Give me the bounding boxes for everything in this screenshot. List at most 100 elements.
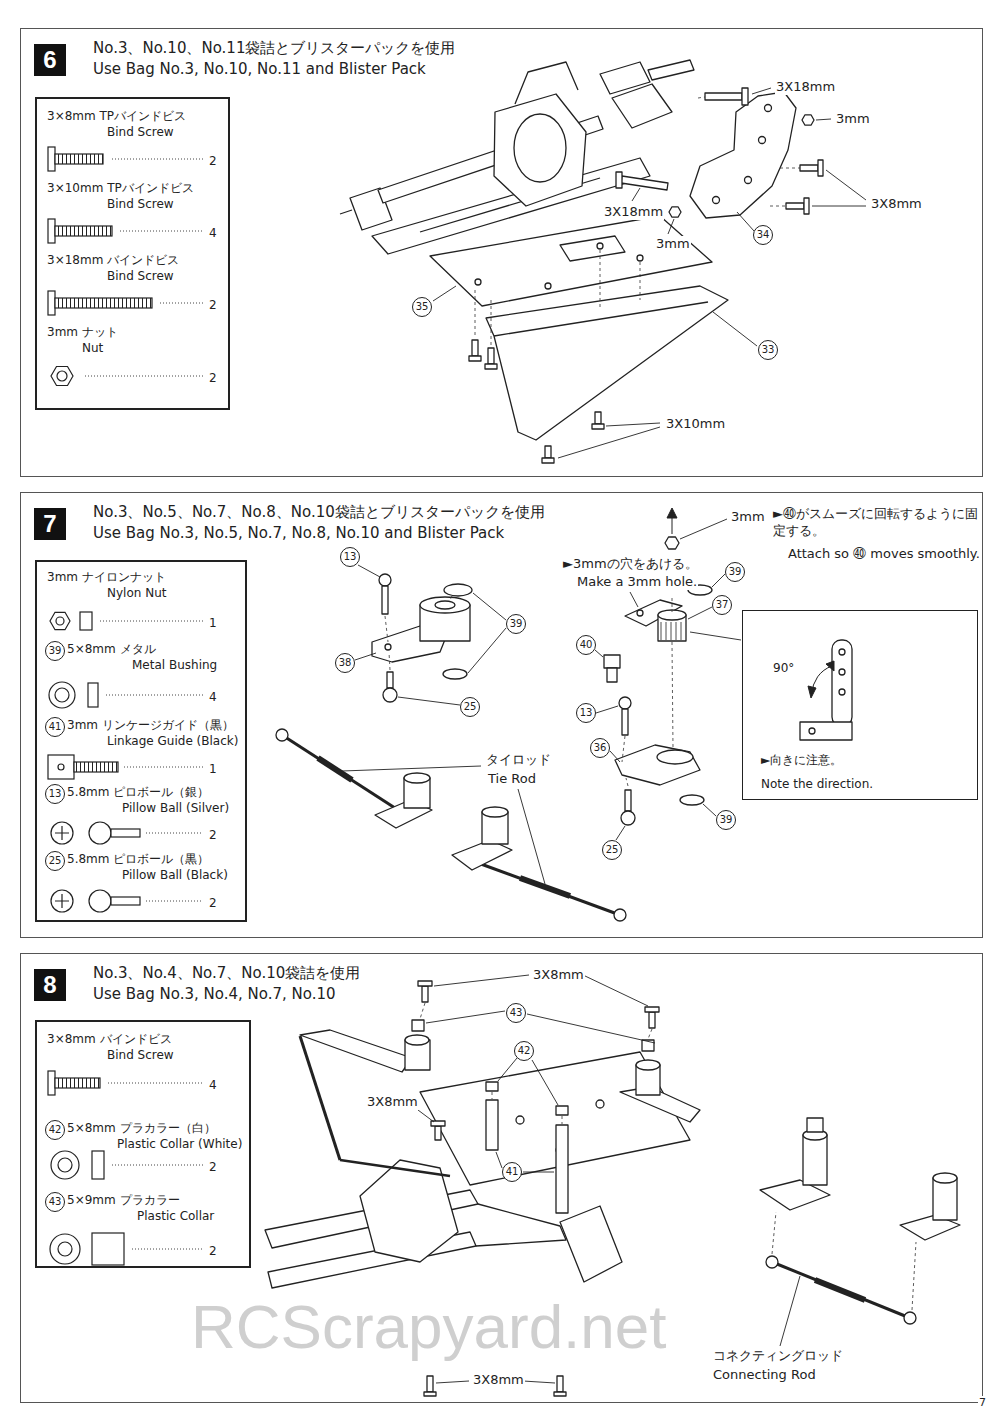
quantity: 2 [209, 1244, 217, 1258]
part-name: ►向きに注意。 [761, 753, 842, 767]
part-name: 3×8mm TPバインドビス [47, 109, 186, 123]
callout-number: 43 [506, 1003, 526, 1023]
leader-lines-6 [433, 88, 866, 458]
part-name: 3mm ナット [47, 325, 118, 339]
callout-number: 36 [590, 738, 610, 758]
callout-number: 13 [45, 784, 65, 804]
inset-box: 90° ►向きに注意。 Note the direction. [742, 610, 978, 800]
part-name: 3mm ナイロンナット [47, 570, 166, 584]
note-text: タイロッド [485, 752, 552, 768]
quantity: 4 [209, 226, 217, 240]
note-text: ►㊵がスムーズに回転するように固定する。 [772, 506, 980, 540]
callout-number: 39 [716, 810, 736, 830]
quantity: 1 [209, 616, 217, 630]
english-name: Bind Screw [107, 197, 174, 211]
quantity: 2 [209, 828, 217, 842]
quantity: 1 [209, 762, 217, 776]
english-name: Linkage Guide (Black) [107, 734, 238, 748]
watermark: RCScrapyard.net [190, 1296, 668, 1358]
english-name: Nylon Nut [107, 586, 166, 600]
step-heading: Use Bag No.3, No.5, No.7, No.8, No.10 an… [93, 524, 504, 542]
note-text: ►3mmの穴をあける。 [562, 556, 699, 572]
note-text: Make a 3mm hole. [576, 574, 698, 590]
rear-chassis-drawing [340, 60, 823, 463]
callout-number: 13 [340, 547, 360, 567]
quantity: 4 [209, 690, 217, 704]
part-name: 5.8mm ピロボール（黒） [67, 852, 209, 866]
part-name: 5×8mm プラカラー（白） [67, 1121, 216, 1135]
callout-number: 41 [45, 717, 65, 737]
assembly-guides-7 [385, 596, 673, 786]
quantity: 2 [209, 1160, 217, 1174]
callout-number: 43 [45, 1192, 65, 1212]
callout-number: 35 [412, 297, 432, 317]
parts-list-box: 3mm ナイロンナットNylon Nut1395×8mm メタルMetal Bu… [35, 560, 247, 922]
callout-number: 39 [506, 614, 526, 634]
callout-number: 25 [602, 840, 622, 860]
callout-number: 25 [460, 697, 480, 717]
callout-number: 40 [576, 635, 596, 655]
quantity-dots [85, 159, 203, 1249]
callout-number: 25 [45, 851, 65, 871]
callout-number: 34 [753, 225, 773, 245]
step-number: 8 [34, 969, 66, 1001]
note-text: Tie Rod [487, 771, 537, 787]
part-name: 3×8mm バインドビス [47, 1032, 172, 1046]
dimension-label: 3X8mm [870, 196, 923, 212]
callout-number: 39 [45, 641, 65, 661]
step-heading: Use Bag No.3, No.4, No.7, No.10 [93, 985, 336, 1003]
dimension-label: 3X18mm [775, 79, 836, 95]
dimension-label: 3X8mm [532, 967, 585, 983]
note-text: Attach so ㊵ moves smoothly. [787, 546, 981, 562]
part-name: 3×10mm TPバインドビス [47, 181, 194, 195]
note-text: コネクティングロッド [712, 1348, 844, 1364]
callout-number: 13 [576, 703, 596, 723]
callout-number: 33 [758, 340, 778, 360]
step-number-text: 8 [43, 971, 56, 999]
step-heading: Use Bag No.3, No.10, No.11 and Blister P… [93, 60, 426, 78]
step-number: 6 [34, 44, 66, 76]
english-name: Pillow Ball (Black) [122, 868, 228, 882]
note-text: Connecting Rod [712, 1367, 817, 1383]
part-name: 5×9mm プラカラー [67, 1193, 180, 1207]
parts-list-box: 3×8mm バインドビスBind Screw4425×8mm プラカラー（白）P… [35, 1020, 251, 1268]
part-name: 3×18mm バインドビス [47, 253, 179, 267]
part-name: 5.8mm ピロボール（銀） [67, 785, 209, 799]
english-name: Pillow Ball (Silver) [122, 801, 229, 815]
quantity: 2 [209, 154, 217, 168]
dimension-label: 3mm [835, 111, 871, 127]
leader-lines-7 [342, 519, 741, 884]
step-heading: No.3、No.10、No.11袋詰とブリスターパックを使用 [93, 39, 455, 57]
step-number-text: 7 [43, 510, 56, 538]
callout-number: 38 [335, 653, 355, 673]
dimension-label: 3X10mm [665, 416, 726, 432]
assembly-guides-8 [420, 1003, 916, 1310]
callout-number: 37 [712, 595, 732, 615]
parts-list-box: 3×8mm TPバインドビス Bind Screw 2 3×10mm TPバインドビス… [35, 97, 230, 410]
english-name: 90° [773, 661, 794, 675]
dimension-label: 3X18mm [603, 204, 664, 220]
dimension-label: 3mm [655, 236, 691, 252]
steering-drawing [276, 537, 852, 921]
dimension-label: 3mm [730, 509, 766, 525]
dimension-label: 3X8mm [472, 1372, 525, 1388]
step-panel: No.3、No.10、No.11袋詰とブリスターパックを使用 Use Bag No… [20, 28, 983, 477]
english-name: Metal Bushing [132, 658, 217, 672]
quantity: 2 [209, 896, 217, 910]
callout-number: 41 [502, 1162, 522, 1182]
english-name: Plastic Collar [137, 1209, 214, 1223]
english-name: Note the direction. [761, 777, 873, 791]
english-name: Plastic Collar (White) [117, 1137, 242, 1151]
assembly-guides-6 [475, 97, 800, 346]
step-number-text: 6 [43, 46, 56, 74]
quantity: 2 [209, 298, 217, 312]
dimension-label: 3X8mm [366, 1094, 419, 1110]
english-name: Bind Screw [107, 125, 174, 139]
english-name: Bind Screw [107, 269, 174, 283]
callout-number: 39 [725, 562, 745, 582]
page-number: 7 [978, 1396, 987, 1409]
parts-icons [48, 147, 152, 1265]
part-name: 3mm リンケージガイド（黒） [67, 718, 234, 732]
